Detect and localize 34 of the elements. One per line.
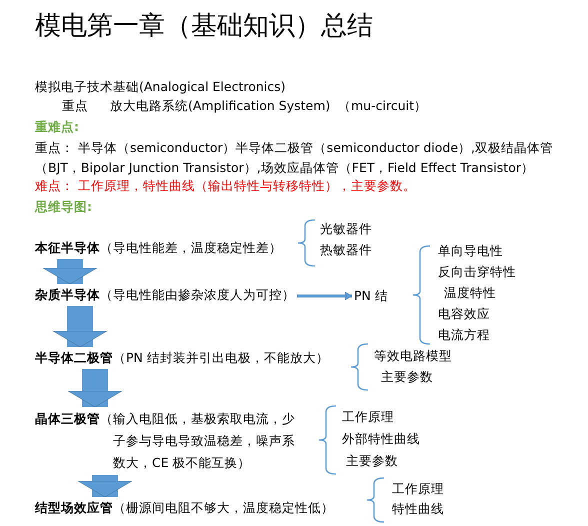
section-heading: 思维导图: xyxy=(35,198,92,216)
block-arrow xyxy=(78,475,132,498)
branch-item: 主要参数 xyxy=(346,452,398,470)
branch-item: 光敏器件 xyxy=(320,220,372,238)
topic-text: 晶体三极管（输入电阻低，基极索取电流，少子参与导电导致温稳差，噪声系数大，CE 极不能互换） xyxy=(35,408,305,474)
branch-item: 反向击穿特性 xyxy=(438,263,516,281)
topic-text: 结型场效应管（栅源间电阻不够大，温度稳定性低） xyxy=(35,498,334,518)
arrow xyxy=(297,292,352,300)
block-arrow xyxy=(42,259,98,284)
branch-item: 单向导电性 xyxy=(438,242,503,260)
branch-item: 电流方程 xyxy=(438,326,490,344)
topic-text: PN 结 xyxy=(354,286,388,306)
subtitle: 模拟电子技术基础(Analogical Electronics) xyxy=(35,78,286,96)
branch-item: 工作原理 xyxy=(342,408,394,426)
key-points-paragraph: 重点： 半导体（semiconductor）半导体二极管（semiconductor diode）,双极结晶体管（BJT，Bipolar Junction Transistor）,场效应晶体管（FET，Field Effect Transistor） xyxy=(35,139,554,177)
note-text: （mu-circuit） xyxy=(338,97,427,115)
topic-text: 半导体二极管（PN 结封装并引出电极，不能放大） xyxy=(35,348,329,368)
branch-item: 外部特性曲线 xyxy=(342,430,420,448)
topic-text: 放大电路系统(Amplification System) xyxy=(110,97,330,115)
branch-item: 温度特性 xyxy=(444,284,496,302)
branch-item: 特性曲线 xyxy=(392,500,444,518)
key-label: 重点 xyxy=(62,97,88,115)
page-title: 模电第一章（基础知识）总结 xyxy=(35,10,373,43)
section-heading: 重难点: xyxy=(35,118,79,136)
branch-item: 工作原理 xyxy=(392,480,444,498)
difficulties-text: 难点： 工作原理，特性曲线（输出特性与转移特性），主要参数。 xyxy=(35,177,416,195)
branch-item: 等效电路模型 xyxy=(374,347,452,365)
topic-text: 杂质半导体（导电性能由掺杂浓度人为可控） xyxy=(35,285,295,305)
block-arrow xyxy=(68,369,122,408)
block-arrow xyxy=(52,306,108,348)
branch-item: 主要参数 xyxy=(381,368,433,386)
branch-item: 热敏器件 xyxy=(320,241,372,259)
branch-item: 电容效应 xyxy=(438,305,490,323)
topic-text: 本征半导体（导电性能差，温度稳定性差） xyxy=(35,238,282,258)
